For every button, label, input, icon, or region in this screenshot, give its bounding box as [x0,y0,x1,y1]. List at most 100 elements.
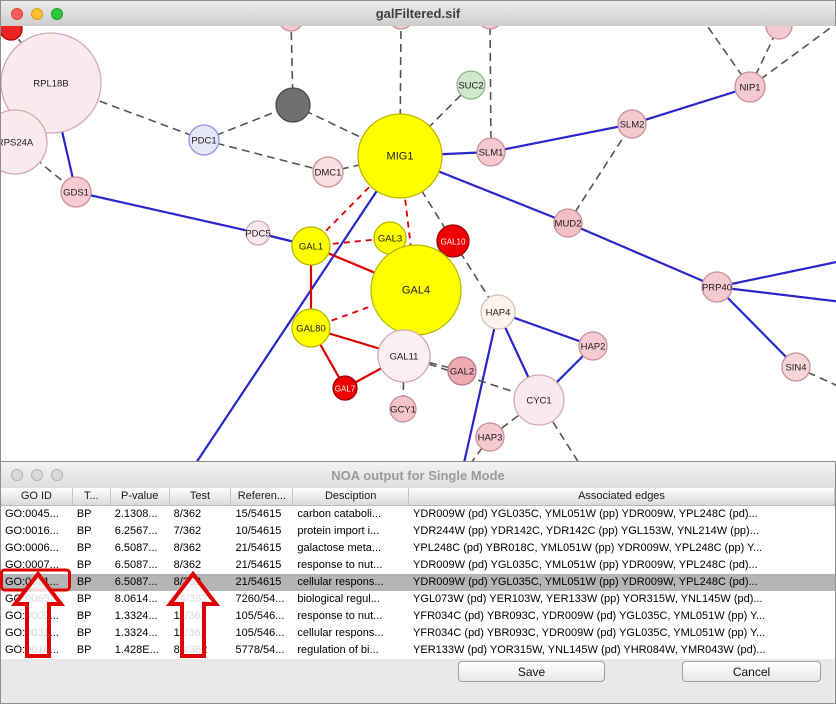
graph-node-GAL80[interactable] [291,308,331,348]
cell-test: 11/362 [173,610,207,622]
graph-node-label: HAP2 [581,342,606,353]
graph-node-PDC5[interactable] [245,220,271,246]
cell-edges: YDR244W (pp) YDR142C, YDR142C (pp) YGL15… [413,525,759,537]
graph-node-GCY1[interactable] [389,395,417,423]
zoom-button[interactable] [51,469,63,481]
network-canvas[interactable]: RPL18BRPS24AGDS1PDC1DMC1MIG1SUC2SLM1SLM2… [1,26,836,462]
cell-p_value: 1.3324... [114,610,158,622]
graph-node-GAL10[interactable] [436,224,470,258]
graph-node-SIN4[interactable] [781,352,811,382]
cell-reference: 21/54615 [235,576,282,588]
graph-node-SLM2[interactable] [617,109,647,139]
graph-node-MUD2[interactable] [553,208,583,238]
noa-window-titlebar[interactable]: NOA output for Single Mode [1,462,835,489]
graph-node-cut-top-3[interactable] [478,26,502,30]
minimize-button[interactable] [31,469,43,481]
graph-node-SLM1[interactable] [476,137,506,167]
graph-node-gray-node[interactable] [275,87,311,123]
graph-node-CYC1[interactable] [513,374,565,426]
traffic-lights-inactive [11,462,63,488]
graph-node-HAP2[interactable] [578,331,608,361]
column-header-p_value[interactable]: P-value [111,488,170,505]
cell-description: cellular respons... [297,627,384,639]
graph-node-GAL2[interactable] [447,356,477,386]
graph-edge [716,286,797,368]
graph-edge [399,26,402,157]
cell-go_id: GO:0045... [5,508,59,520]
graph-node-label: MUD2 [555,219,582,230]
cell-type: BP [76,644,92,656]
cell-p_value: 1.3324... [114,627,158,639]
graph-edge [567,123,633,224]
graph-node-GAL11[interactable] [377,329,431,383]
graph-node-GDS1[interactable] [60,176,92,208]
column-header-edges[interactable]: Associated edges [409,488,835,505]
graph-node-label: RPS24A [1,138,34,149]
graph-node-label: PRP40 [702,283,732,294]
column-header-type[interactable]: T... [73,488,111,505]
cell-go_id: GO:0016... [5,525,59,537]
graph-node-DMC1[interactable] [312,156,344,188]
graph-node-RPL18B[interactable] [1,32,102,134]
graph-edge [716,261,836,289]
cell-edges: YPL248C (pd) YBR018C, YML051W (pp) YDR00… [413,542,763,554]
column-header-reference[interactable]: Referen... [231,488,294,505]
cell-p_value: 6.5087... [114,576,158,588]
close-button[interactable] [11,7,23,20]
zoom-button[interactable] [51,7,63,20]
graph-node-cut-topright[interactable] [765,26,793,40]
graph-node-label: GAL3 [378,234,402,245]
column-header-test[interactable]: Test [170,488,232,505]
graph-node-GAL7[interactable] [332,375,358,401]
cell-test: 80/362 [173,644,208,656]
cell-test: 11/362 [173,627,207,639]
graph-window-titlebar[interactable]: galFiltered.sif [1,1,835,27]
graph-node-cut-top-1[interactable] [279,26,303,32]
graph-node-MIG1[interactable] [357,113,443,199]
cell-description: carbon cataboli... [297,508,382,520]
graph-node-label: MIG1 [387,151,414,163]
graph-edge [75,190,259,235]
cell-go_id: GO:0009... [5,610,59,622]
graph-window: galFiltered.sif RPL18BRPS24AGDS1PDC1DMC1… [0,0,836,462]
graph-node-label: GAL10 [441,238,466,247]
graph-node-HAP3[interactable] [475,422,505,452]
cell-reference: 10/54615 [235,525,282,537]
graph-node-NIP1[interactable] [734,71,766,103]
graph-node-GAL1[interactable] [291,226,331,266]
cell-type: BP [76,627,92,639]
graph-edge [567,221,718,289]
cancel-button[interactable]: Cancel [682,661,821,682]
cell-p_value: 6.2567... [114,525,158,537]
graph-node-PRP40[interactable] [701,271,733,303]
save-button[interactable]: Save [458,661,605,682]
graph-node-PDC1[interactable] [188,124,220,156]
graph-node-cut-top-2[interactable] [389,26,413,30]
column-header-go_id[interactable]: GO ID [1,488,73,505]
column-header-description[interactable]: Desciption [293,488,410,505]
cell-reference: 105/546... [235,627,285,639]
cell-description: response to nut... [297,559,383,571]
cell-p_value: 2.1308... [114,508,158,520]
graph-node-RPS24A[interactable] [1,109,48,175]
graph-node-SUC2[interactable] [456,70,486,100]
graph-edge [749,26,835,88]
close-button[interactable] [11,469,23,481]
minimize-button[interactable] [31,7,43,20]
graph-node-cut-topleft-red[interactable] [1,26,23,41]
cell-type: BP [76,610,92,622]
graph-node-HAP4[interactable] [480,294,516,330]
